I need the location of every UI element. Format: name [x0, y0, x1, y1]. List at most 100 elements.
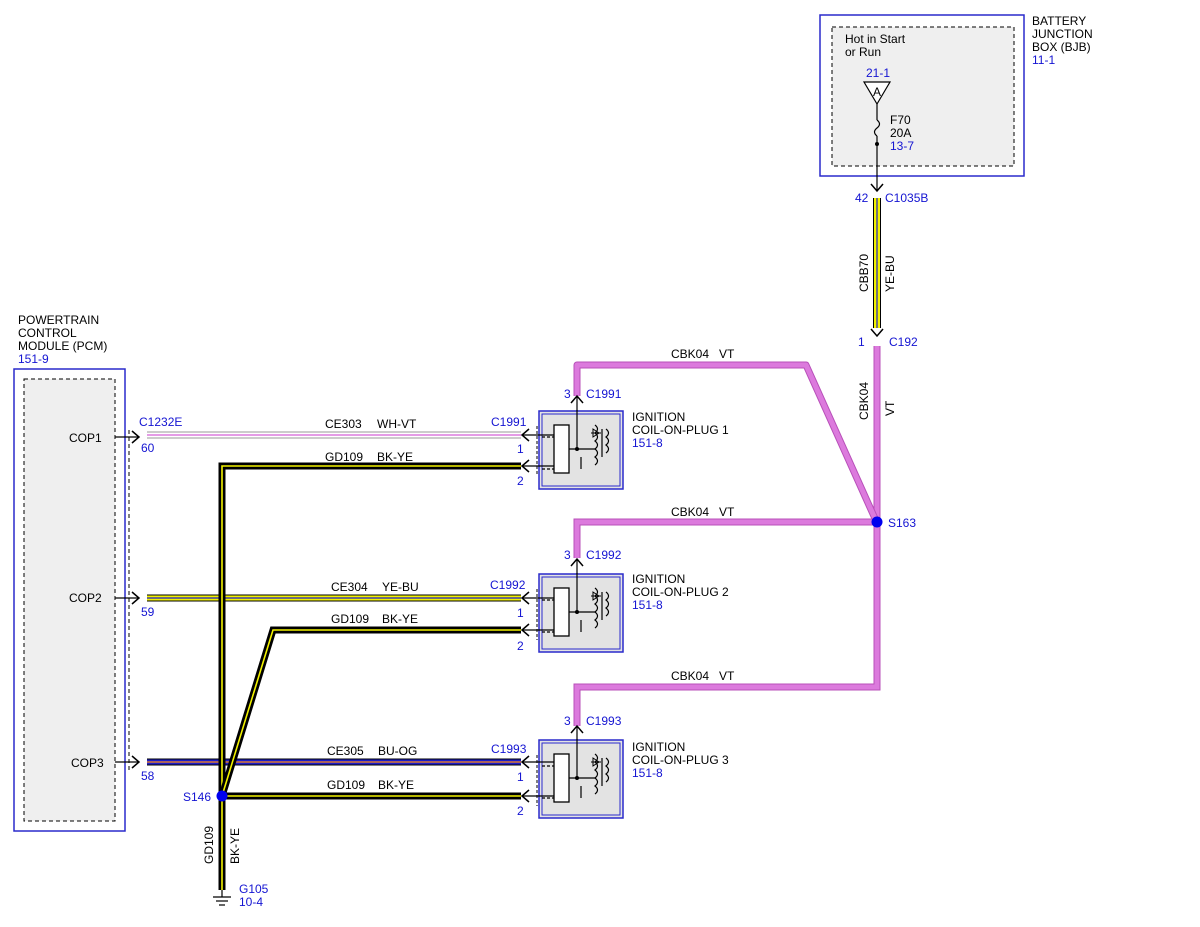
fuse-name: F70	[890, 113, 911, 127]
coil-1-ref: 151-8	[632, 436, 663, 450]
wire-gd109-3-circuit: GD109	[327, 778, 365, 792]
pcm-ref: 151-9	[18, 352, 49, 366]
wire-ce303: CE303 WH-VT	[147, 417, 521, 439]
ground-ref: 10-4	[239, 895, 263, 909]
coil-2-pin-ground: 2	[517, 639, 524, 653]
battery-junction-box: BATTERY JUNCTION BOX (BJB) 11-1 Hot in S…	[819, 14, 1093, 205]
ground-name: G105	[239, 882, 269, 896]
connector-arrow-icon	[870, 183, 884, 193]
pcm-pin-58: 58	[141, 769, 155, 783]
coil-2-title-line-1: IGNITION	[632, 572, 685, 586]
wire-gd109-2-circuit: GD109	[331, 612, 369, 626]
wire-cbk04-branch3-color: VT	[719, 669, 735, 683]
bjb-ref: 11-1	[1032, 53, 1055, 67]
wire-gd109-2-color: BK-YE	[382, 612, 418, 626]
pcm-pin-59: 59	[141, 605, 155, 619]
wire-cbk04-branch2-color: VT	[719, 505, 735, 519]
connector-arrow-icon	[131, 591, 141, 605]
wire-ce304: CE304 YE-BU	[147, 580, 521, 602]
coil-2-connector-side: C1992	[490, 578, 526, 592]
wire-cbk04-branch1-color: VT	[719, 347, 735, 361]
bjb-feed-ref: 21-1	[866, 66, 890, 80]
coil-3-connector: C1993	[586, 714, 622, 728]
connector-arrow-icon	[131, 755, 141, 769]
coil-2-ref: 151-8	[632, 598, 663, 612]
wire-gd109-3-color: BK-YE	[378, 778, 414, 792]
connector-arrow-icon	[131, 430, 141, 444]
coil-1-connector-side: C1991	[491, 415, 527, 429]
pcm-connector: C1232E	[139, 415, 182, 429]
ignition-coil-1: 3 C1991 C1991 1 2 IGNITION COIL-ON-PLUG …	[491, 387, 729, 490]
coil-2-pin-power: 3	[564, 548, 571, 562]
pcm-title-line-3: MODULE (PCM)	[18, 339, 107, 353]
bjb-connector: C1035B	[885, 191, 928, 205]
coil-1-pin-signal: 1	[517, 442, 524, 456]
ignition-coil-3: 3 C1993 C1993 1 2 IGNITION COIL-ON-PLUG …	[491, 714, 729, 819]
coil-2-connector: C1992	[586, 548, 622, 562]
wire-cbb70: CBB70 YE-BU 1 C192	[857, 198, 918, 349]
wire-gd109-1-circuit: GD109	[325, 450, 363, 464]
wire-ce303-color: WH-VT	[377, 417, 417, 431]
pcm-pin-name-cop1: COP1	[69, 431, 102, 445]
wire-ce304-color: YE-BU	[382, 580, 419, 594]
fuse-rating: 20A	[890, 126, 911, 140]
coil-1-title-line-1: IGNITION	[632, 410, 685, 424]
wire-gd109-main-circuit: GD109	[202, 826, 216, 864]
coil-2-pin-signal: 1	[517, 606, 524, 620]
wire-cbk04-branch2-circuit: CBK04	[671, 505, 709, 519]
coil-3-pin-power: 3	[564, 714, 571, 728]
coil-1-connector: C1991	[586, 387, 622, 401]
splice-s163	[871, 516, 883, 528]
wire-cbb70-circuit: CBB70	[857, 254, 871, 292]
coil-3-pin-ground: 2	[517, 804, 524, 818]
splice-s163-label: S163	[888, 516, 916, 530]
wire-cbb70-color: YE-BU	[883, 255, 897, 292]
wire-cbk04-vertical-color: VT	[883, 400, 897, 416]
pcm-title-line-1: POWERTRAIN	[18, 313, 99, 327]
connector-arrow-icon	[870, 328, 884, 338]
feed-triangle-icon	[862, 81, 892, 106]
splice-s146-label: S146	[183, 790, 211, 804]
pcm-pin-name-cop2: COP2	[69, 591, 102, 605]
wire-ce304-circuit: CE304	[331, 580, 368, 594]
pcm-pin-name-cop3: COP3	[71, 756, 104, 770]
coil-2-title-line-2: COIL-ON-PLUG 2	[632, 585, 729, 599]
coil-1-pin-power: 3	[564, 387, 571, 401]
coil-1-pin-ground: 2	[517, 474, 524, 488]
ground-symbol-icon	[213, 890, 231, 906]
wire-ce305-color: BU-OG	[378, 744, 417, 758]
bjb-title-line-1: BATTERY	[1032, 14, 1086, 28]
wire-cbk04-network: CBK04 VT CBK04 VT CBK04 VT CBK04 VT S163	[573, 346, 916, 726]
bjb-title-line-2: JUNCTION	[1032, 27, 1093, 41]
coil-3-pin-signal: 1	[517, 770, 524, 784]
splice-s146	[216, 790, 228, 802]
fuse-ref: 13-7	[890, 139, 914, 153]
wire-cbk04-branch3-circuit: CBK04	[671, 669, 709, 683]
wire-gd109-1-color: BK-YE	[377, 450, 413, 464]
wire-ce305-circuit: CE305	[327, 744, 364, 758]
c192-pin: 1	[858, 335, 865, 349]
bjb-pin: 42	[855, 191, 869, 205]
pcm-pin-60: 60	[141, 441, 155, 455]
coil-3-title-line-1: IGNITION	[632, 740, 685, 754]
bjb-feed-letter: A	[873, 85, 881, 99]
coil-3-connector-side: C1993	[491, 742, 527, 756]
wire-cbk04-vertical-circuit: CBK04	[857, 382, 871, 420]
bjb-condition-line-1: Hot in Start	[845, 32, 906, 46]
bjb-condition-line-2: or Run	[845, 45, 881, 59]
pcm-title-line-2: CONTROL	[18, 326, 77, 340]
wire-gd109-network: GD109 BK-YE GD109 BK-YE GD109 BK-YE GD10…	[183, 450, 521, 909]
wire-gd109-main-color: BK-YE	[228, 828, 242, 864]
fuse-icon	[873, 119, 881, 137]
c192-connector: C192	[889, 335, 918, 349]
ignition-coil-2: 3 C1992 C1992 1 2 IGNITION COIL-ON-PLUG …	[490, 548, 729, 653]
coil-1-title-line-2: COIL-ON-PLUG 1	[632, 423, 729, 437]
coil-3-ref: 151-8	[632, 766, 663, 780]
wire-ce305: CE305 BU-OG	[147, 744, 521, 766]
wire-ce303-circuit: CE303	[325, 417, 362, 431]
wire-cbk04-branch1-circuit: CBK04	[671, 347, 709, 361]
coil-3-title-line-2: COIL-ON-PLUG 3	[632, 753, 729, 767]
powertrain-control-module: POWERTRAIN CONTROL MODULE (PCM) 151-9 CO…	[13, 313, 182, 832]
bjb-title-line-3: BOX (BJB)	[1032, 40, 1091, 54]
